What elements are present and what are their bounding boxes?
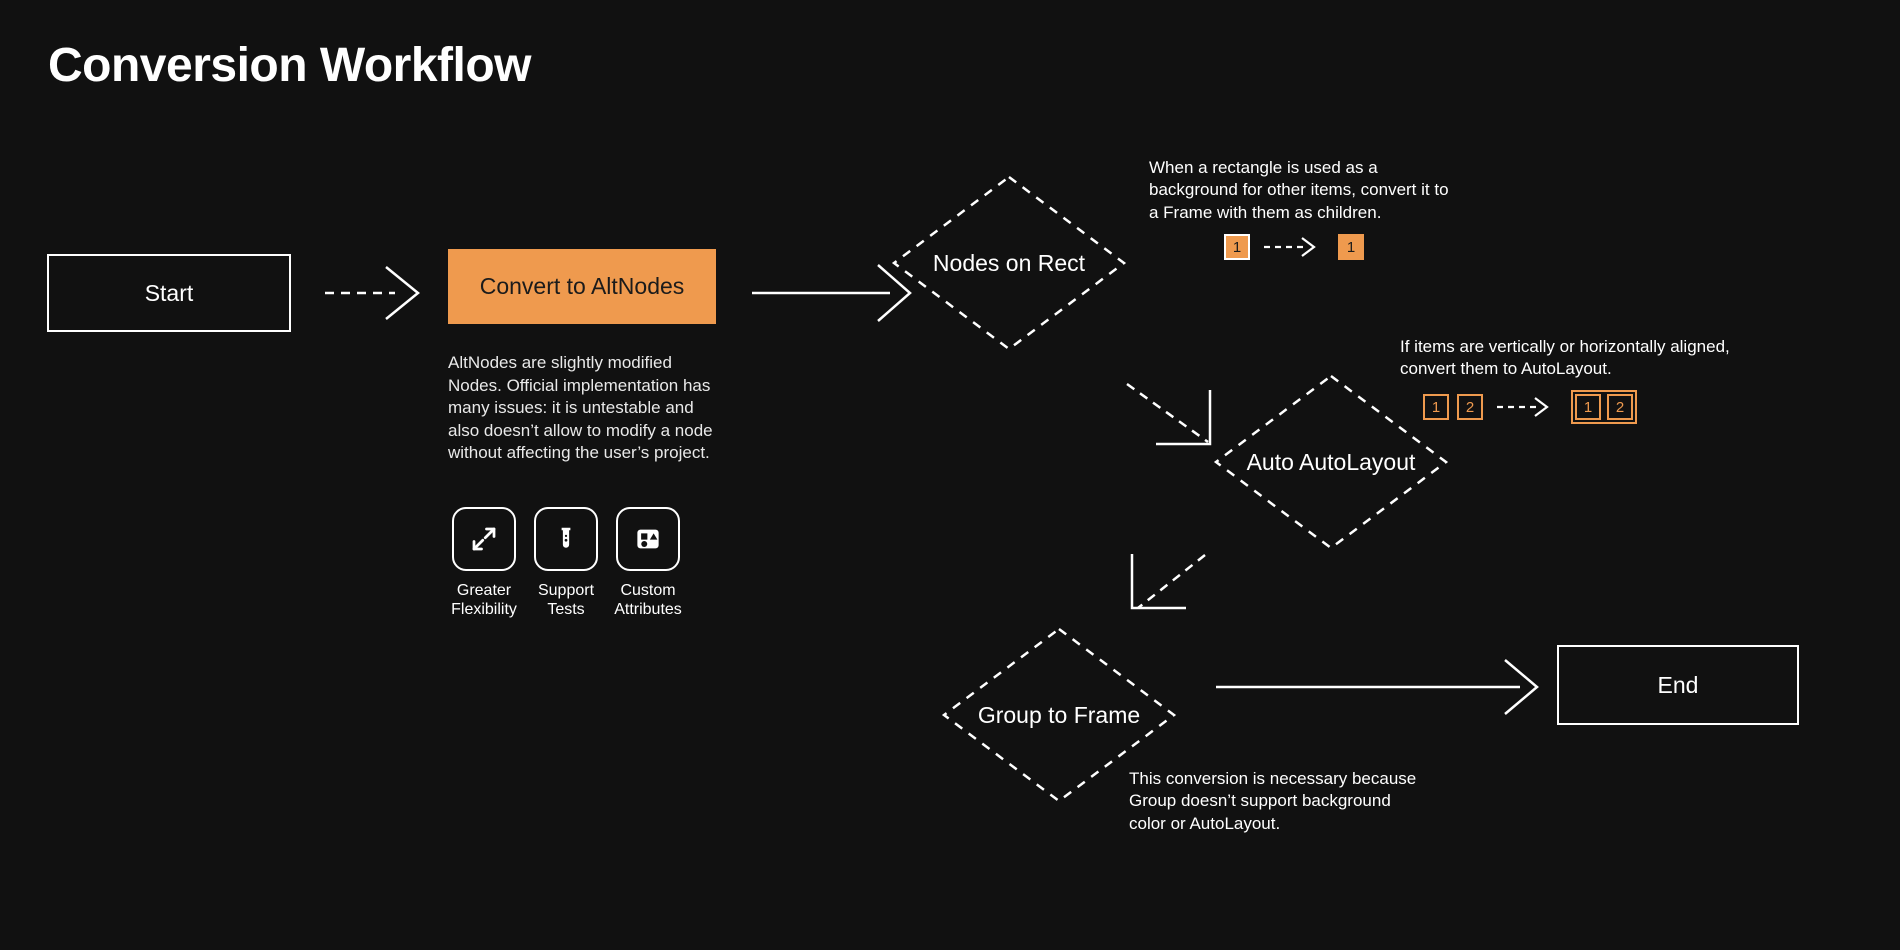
badge-group-after-framed: 1 2 bbox=[1571, 390, 1637, 424]
badge-after-2: 2 bbox=[1607, 394, 1633, 420]
annotation-nodes-on-rect-illustration: 1 1 bbox=[1224, 234, 1364, 260]
feature-custom-attributes[interactable]: Custom Attributes bbox=[614, 507, 682, 619]
annotation-nodes-on-rect: When a rectangle is used as a background… bbox=[1149, 158, 1449, 222]
diamond-shape bbox=[891, 175, 1127, 351]
shapes-attributes-icon bbox=[616, 507, 680, 571]
badge-after-1: 1 bbox=[1338, 234, 1364, 260]
badge-after-1: 1 bbox=[1575, 394, 1601, 420]
node-convert-to-altnodes[interactable]: Convert to AltNodes bbox=[448, 249, 716, 324]
badge-group-before: 1 2 bbox=[1423, 394, 1483, 420]
node-group-to-frame[interactable]: Group to Frame bbox=[940, 625, 1178, 805]
feature-label: Support Tests bbox=[537, 582, 595, 619]
edge-grouptoframe-to-end bbox=[1216, 659, 1539, 715]
node-start-label: Start bbox=[144, 279, 194, 306]
node-convert-label: Convert to AltNodes bbox=[479, 273, 685, 299]
node-auto-autolayout-label: Auto AutoLayout bbox=[1246, 448, 1416, 475]
feature-greater-flexibility[interactable]: Greater Flexibility bbox=[451, 507, 517, 619]
edge-autoautolayout-to-grouptoframe bbox=[1130, 554, 1206, 610]
feature-support-tests[interactable]: Support Tests bbox=[534, 507, 598, 619]
altnodes-description: AltNodes are slightly modified Nodes. Of… bbox=[448, 353, 713, 463]
node-start[interactable]: Start bbox=[47, 254, 291, 332]
expand-arrows-icon bbox=[452, 507, 516, 571]
diamond-shape bbox=[1213, 374, 1449, 550]
node-end[interactable]: End bbox=[1557, 645, 1799, 725]
badge-before-2: 2 bbox=[1457, 394, 1483, 420]
feature-label: Custom Attributes bbox=[614, 582, 682, 619]
diamond-shape bbox=[941, 627, 1177, 803]
edge-convert-to-nodesonrect bbox=[752, 264, 912, 322]
annotation-auto-autolayout-illustration: 1 2 1 2 bbox=[1423, 390, 1637, 424]
node-group-to-frame-label: Group to Frame bbox=[977, 701, 1141, 728]
test-tube-icon bbox=[534, 507, 598, 571]
feature-label: Greater Flexibility bbox=[451, 582, 517, 619]
badge-before-1: 1 bbox=[1423, 394, 1449, 420]
node-nodes-on-rect-label: Nodes on Rect bbox=[932, 249, 1086, 276]
mini-arrow-icon bbox=[1264, 237, 1316, 257]
node-auto-autolayout[interactable]: Auto AutoLayout bbox=[1212, 372, 1450, 552]
edge-start-to-convert bbox=[325, 266, 420, 320]
page-title: Conversion Workflow bbox=[48, 39, 532, 92]
edge-nodesonrect-to-autoautolayout bbox=[1126, 382, 1212, 446]
node-end-label: End bbox=[1657, 671, 1699, 698]
mini-arrow-icon bbox=[1497, 397, 1549, 417]
annotation-group-to-frame: This conversion is necessary because Gro… bbox=[1129, 769, 1417, 833]
altnodes-feature-list: Greater Flexibility Support Tests bbox=[451, 507, 682, 619]
node-nodes-on-rect[interactable]: Nodes on Rect bbox=[890, 173, 1128, 353]
badge-before-1: 1 bbox=[1224, 234, 1250, 260]
annotation-auto-autolayout: If items are vertically or horizontally … bbox=[1400, 337, 1730, 379]
